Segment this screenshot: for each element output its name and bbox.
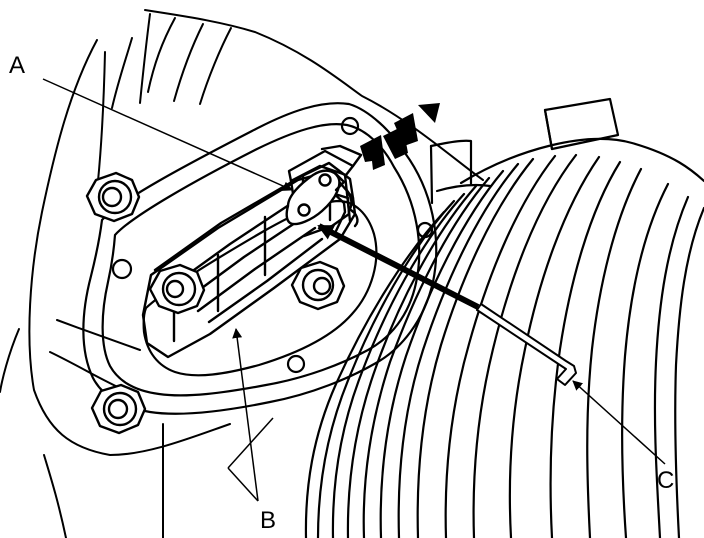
leader-b-upper [232,328,259,502]
direction-arrows [360,103,440,170]
crankshaft-pulley [304,97,704,538]
bolt-bracket-front [148,263,206,315]
mounting-plate [82,102,438,415]
leader-b-lower [227,467,259,502]
callout-label-a: A [9,52,25,79]
callout-label-c: C [657,467,674,494]
insertion-arrow-line [317,223,480,310]
engine-block [0,9,484,538]
leader-b-extension [227,417,274,469]
callout-leaders [42,78,666,502]
callout-labels: A B C [9,52,674,534]
insertion-arrow [317,223,480,310]
leader-a [42,78,293,191]
tensioner-pivot [285,169,359,228]
bolt-upper-left [85,171,141,223]
bolts [85,171,346,435]
pin-tool [476,303,577,386]
leader-c [572,380,666,465]
bolt-bracket-rear [290,260,346,311]
bolt-lower-left [90,383,147,435]
callout-label-b: B [260,507,276,534]
